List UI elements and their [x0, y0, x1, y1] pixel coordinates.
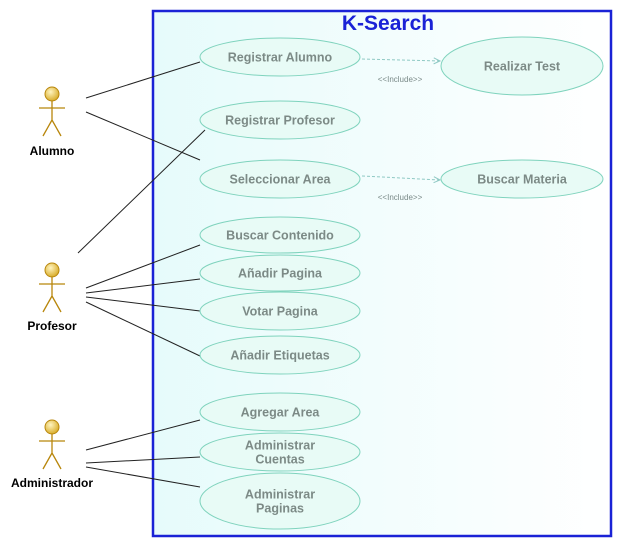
usecase-ellipse	[199, 291, 361, 331]
include-dependencies: <<Include>> <<Include>>	[361, 57, 442, 202]
usecase-ellipse	[199, 159, 361, 199]
usecase-ellipse	[440, 159, 604, 199]
association-profesor-votar-pagina	[85, 296, 201, 312]
usecase-label: Añadir Etiquetas	[230, 349, 329, 363]
association-profesor-registrar-profesor	[77, 129, 206, 254]
include-arrowhead-registrar-alumno	[433, 57, 442, 65]
association-alumno-registrar-alumno	[85, 61, 201, 99]
association-administrador-agregar-area	[85, 419, 201, 451]
association-administrador-administrar-cuentas	[85, 456, 201, 464]
actor-body-icon	[39, 277, 65, 313]
actor-body-icon	[39, 101, 65, 137]
actor-alumno: Alumno	[30, 86, 75, 158]
usecase-label: Administrar	[245, 488, 315, 502]
usecase-anadir-etiquetas: Añadir Etiquetas	[199, 335, 361, 375]
usecase-ellipse	[199, 37, 361, 77]
usecase-realizar-test: Realizar Test	[440, 36, 604, 96]
actor-profesor: Profesor	[27, 262, 77, 333]
association-profesor-anadir-etiquetas	[85, 301, 201, 357]
usecase-ellipse	[199, 216, 361, 254]
usecase-ellipse	[440, 36, 604, 96]
include-line-registrar-alumno	[361, 58, 441, 62]
usecase-label: Registrar Alumno	[228, 51, 333, 65]
usecase-ellipse	[199, 335, 361, 375]
association-profesor-buscar-contenido	[85, 244, 201, 289]
include-label-registrar-alumno: <<Include>>	[378, 75, 423, 84]
usecase-seleccionar-area: Seleccionar Area	[199, 159, 361, 199]
usecase-anadir-pagina: Añadir Pagina	[199, 254, 361, 292]
usecase-label: Añadir Pagina	[238, 267, 323, 281]
include-label-seleccionar-area: <<Include>>	[378, 193, 423, 202]
usecase-label: Administrar	[245, 439, 315, 453]
usecase-ellipse	[199, 254, 361, 292]
actor-label: Alumno	[30, 144, 75, 158]
actor-head-icon	[44, 86, 60, 102]
usecase-agregar-area: Agregar Area	[199, 392, 361, 432]
usecase-label: Cuentas	[255, 453, 304, 467]
usecase-registrar-profesor: Registrar Profesor	[199, 100, 361, 140]
usecase-buscar-materia: Buscar Materia	[440, 159, 604, 199]
usecase-ellipse	[199, 472, 361, 530]
actor-body-icon	[39, 434, 65, 470]
usecase-label: Seleccionar Area	[230, 173, 332, 187]
usecase-buscar-contenido: Buscar Contenido	[199, 216, 361, 254]
usecase-label: Votar Pagina	[242, 305, 319, 319]
association-lines	[77, 61, 206, 488]
usecase-label: Registrar Profesor	[225, 114, 335, 128]
usecase-label: Buscar Contenido	[226, 229, 334, 243]
actor-administrador: Administrador	[11, 419, 93, 490]
actor-head-icon	[44, 262, 60, 278]
actor-head-icon	[44, 419, 60, 435]
usecase-label: Buscar Materia	[477, 173, 568, 187]
association-profesor-anadir-pagina	[85, 278, 201, 294]
usecase-label: Paginas	[256, 502, 304, 516]
usecase-ellipse	[199, 432, 361, 472]
usecase-ellipse	[199, 392, 361, 432]
actor-label: Administrador	[11, 476, 93, 490]
usecase-votar-pagina: Votar Pagina	[199, 291, 361, 331]
usecase-label: Realizar Test	[484, 60, 561, 74]
system-title: K-Search	[342, 12, 434, 35]
usecase-ellipse	[199, 100, 361, 140]
include-arrowhead-seleccionar-area	[433, 176, 442, 184]
association-alumno-seleccionar-area	[85, 111, 201, 161]
include-line-seleccionar-area	[361, 175, 441, 181]
usecase-registrar-alumno: Registrar Alumno	[199, 37, 361, 77]
usecase-label: Agregar Area	[241, 406, 321, 420]
association-administrador-administrar-paginas	[85, 466, 201, 488]
actor-label: Profesor	[27, 319, 77, 333]
